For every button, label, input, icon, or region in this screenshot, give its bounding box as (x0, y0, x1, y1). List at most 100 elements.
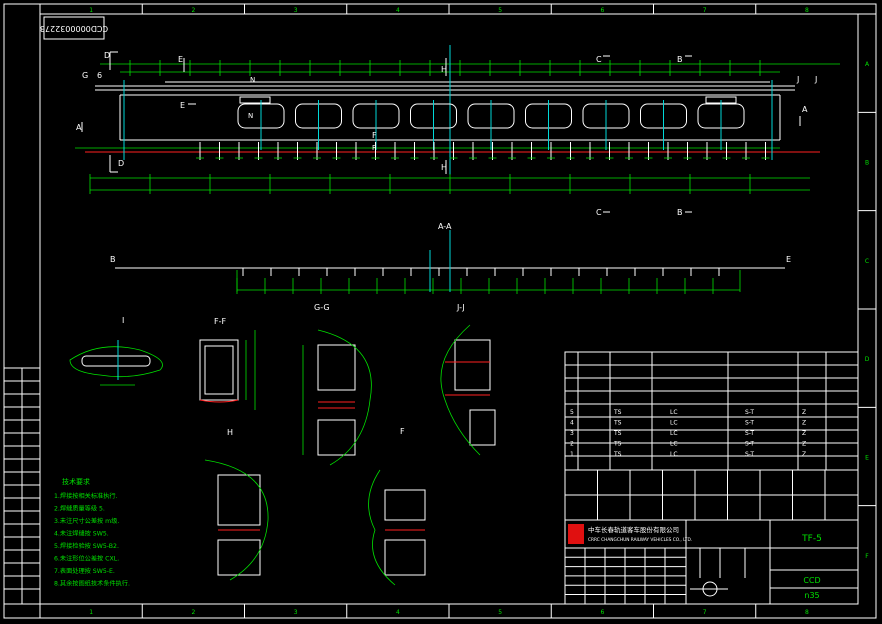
bottom-zone-label: 5 (498, 609, 502, 616)
view-letter-h: H (441, 65, 447, 74)
top-zone-label: 1 (89, 7, 93, 14)
section-aa-left-letter: B (110, 255, 116, 264)
section-aa-label: A-A (438, 222, 452, 231)
bottom-zone-label: 3 (294, 609, 298, 616)
title-block (564, 469, 859, 605)
top-zone-ruler: 1 2 3 4 5 6 7 8 (39, 4, 809, 14)
view-letter-e: E (178, 55, 183, 64)
right-zone-label: F (865, 553, 869, 560)
view-letter-f: F (372, 131, 377, 140)
section-aa-view (115, 230, 785, 292)
section-aa-right-letter: E (786, 255, 791, 264)
section-ff-view (199, 330, 256, 410)
drawing-number-mirrored: CCD0000032273 (40, 24, 108, 33)
rev-change: LC (670, 430, 678, 437)
rev-code: S-T (745, 409, 754, 416)
view-letter-e2: E (180, 101, 185, 110)
top-zone-label: 2 (191, 7, 195, 14)
view-letter-d2: D (118, 159, 124, 168)
dimension-ticks (89, 60, 761, 194)
rev-change: LC (670, 451, 678, 458)
rev-sign: Z (802, 409, 806, 416)
top-zone-label: 8 (805, 7, 809, 14)
top-zone-label: 3 (294, 7, 298, 14)
section-aa-dimension-ticks (236, 268, 720, 294)
rev-mark: 1 (570, 451, 574, 458)
view-letter-f2: F (372, 144, 376, 152)
bottom-zone-label: 2 (191, 609, 195, 616)
view-letter-h2: H (441, 163, 447, 172)
rev-change: LC (670, 420, 678, 427)
top-zone-label: 4 (396, 7, 400, 14)
section-jj-label: J-J (456, 303, 465, 312)
rev-mark: 3 (570, 430, 574, 437)
view-letter-j2: J (814, 75, 817, 84)
rev-sign: Z (802, 451, 806, 458)
rev-zone: TS (613, 441, 622, 448)
section-jj-view (440, 324, 496, 456)
right-zone-label: C (865, 258, 869, 265)
technical-notes: 技术要求 1.焊接按相关标准执行. 2.焊缝质量等级 5. 3.未注尺寸公差按 m级… (54, 477, 130, 588)
detail-h-label: H (227, 428, 233, 437)
note-line: 2.焊缝质量等级 5. (54, 505, 105, 513)
view-letter-n: N (250, 76, 255, 84)
sheet-border (3, 3, 877, 619)
rev-zone: TS (613, 420, 622, 427)
rev-mark: 2 (570, 441, 574, 448)
title-block-grid (564, 470, 858, 604)
section-ff-label: F-F (214, 317, 226, 326)
view-letter-a: A (76, 123, 82, 132)
rev-zone: TS (613, 409, 622, 416)
section-markers (81, 51, 801, 213)
view-letter-a2: A (802, 105, 808, 114)
bottom-zone-label: 1 (89, 609, 93, 616)
bottom-zone-label: 6 (600, 609, 604, 616)
note-line: 1.焊接按相关标准执行. (54, 492, 118, 500)
left-revision-strip (3, 367, 41, 605)
view-letter-b: B (677, 55, 683, 64)
right-zone-label: A (865, 61, 870, 68)
rev-sign: Z (802, 430, 806, 437)
rev-mark: 4 (570, 420, 574, 427)
rev-code: S-T (745, 451, 754, 458)
right-zone-ruler: A B C D E F (858, 13, 876, 560)
note-line: 3.未注尺寸公差按 m级. (54, 517, 119, 525)
view-letter-n2: N (248, 112, 253, 120)
right-zone-label: B (865, 160, 869, 167)
rib-markers (196, 142, 770, 160)
top-zone-label: 7 (703, 7, 707, 14)
note-line: 5.焊接检验按 SW5-B2. (54, 542, 119, 550)
detail-f-view (368, 469, 426, 586)
detail-f-label: F (400, 427, 405, 436)
company-name-cn: 中车长春轨道客车股份有限公司 (588, 525, 679, 534)
rev-zone: TS (613, 451, 622, 458)
title-doc-number: CCD (803, 576, 820, 585)
bottom-zone-label: 8 (805, 609, 809, 616)
view-letter-j: J (796, 75, 799, 84)
rev-code: S-T (745, 430, 754, 437)
section-gg-label: G-G (314, 303, 330, 312)
section-gg-view (302, 329, 372, 466)
rev-mark: 5 (570, 409, 574, 416)
view-letter-b2: B (677, 208, 683, 217)
detail-i-view (69, 340, 163, 386)
part-name: TF-5 (801, 534, 822, 544)
rev-zone: TS (613, 430, 622, 437)
notes-title: 技术要求 (62, 477, 90, 486)
view-letter-c: C (596, 55, 602, 64)
bottom-zone-label: 4 (396, 609, 400, 616)
rev-change: LC (670, 441, 678, 448)
detail-i-label: I (122, 316, 124, 325)
rev-code: S-T (745, 420, 754, 427)
top-zone-label: 5 (498, 7, 502, 14)
right-zone-label: D (865, 356, 870, 363)
company-logo (568, 524, 584, 544)
right-zone-label: E (865, 455, 869, 462)
rev-sign: Z (802, 441, 806, 448)
view-letter-g: G (82, 71, 88, 80)
top-zone-label: 6 (600, 7, 604, 14)
